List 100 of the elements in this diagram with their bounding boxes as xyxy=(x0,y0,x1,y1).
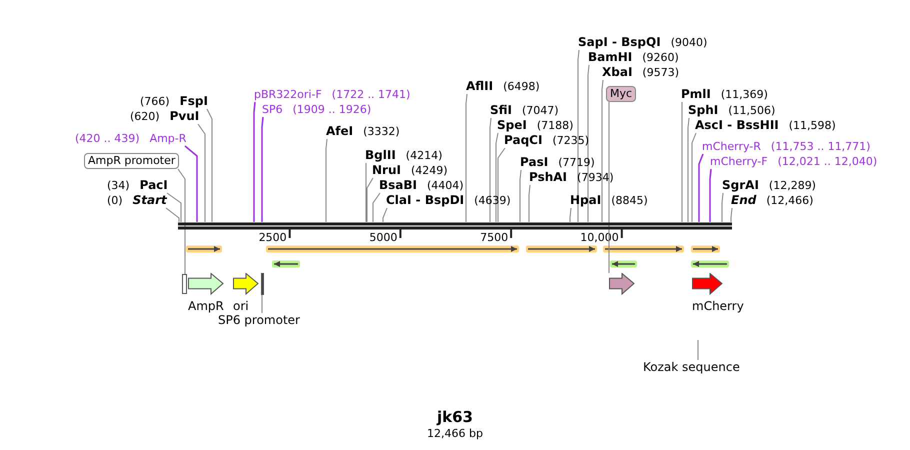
site-name: SgrAI xyxy=(722,178,759,192)
site-name: HpaI xyxy=(570,193,602,207)
site-position: (4404) xyxy=(427,179,464,193)
leader-line xyxy=(178,168,186,274)
site-name: BglII xyxy=(365,148,396,162)
site-name: PacI xyxy=(140,178,168,192)
leader-line xyxy=(366,178,374,222)
scale-label: 5000 xyxy=(369,231,398,244)
site-position: (3332) xyxy=(363,125,400,139)
leader-line xyxy=(253,102,256,222)
leader-line xyxy=(372,192,380,222)
primer-name: mCherry-R xyxy=(702,140,761,154)
site-name: PasI xyxy=(520,155,548,169)
leader-line xyxy=(692,132,696,222)
primer-name: pBR322ori-F xyxy=(254,88,322,102)
site-name: FspI xyxy=(180,94,208,108)
site-name: SpeI xyxy=(497,118,527,132)
leader-line xyxy=(326,138,328,222)
primer-position: (420 .. 439) xyxy=(75,132,140,146)
scale-label: 7500 xyxy=(480,231,508,244)
site-position: (766) xyxy=(140,95,170,109)
primer-position: (1722 .. 1741) xyxy=(332,88,410,102)
leader-line xyxy=(709,168,712,222)
site-position: (8845) xyxy=(611,194,648,208)
feature-label: Kozak sequence xyxy=(643,360,740,374)
site-name: BsaBI xyxy=(379,178,417,192)
site-name: ClaI - BspDI xyxy=(386,193,464,207)
leader-line xyxy=(382,208,388,222)
site-position: (6498) xyxy=(503,80,540,94)
site-name: PmlI xyxy=(681,87,711,101)
site-name: PaqCI xyxy=(504,133,542,147)
leader-line xyxy=(166,208,180,222)
leader-line xyxy=(608,102,610,274)
leader-line xyxy=(498,148,506,222)
site-position: (12,466) xyxy=(766,194,814,208)
leader-line xyxy=(730,208,732,222)
site-position: (4249) xyxy=(410,164,448,178)
site-position: (0) xyxy=(107,194,123,208)
site-position: (620) xyxy=(130,110,160,124)
site-position: (11,506) xyxy=(728,104,776,118)
leader-line xyxy=(688,118,690,222)
site-name: SfiI xyxy=(490,103,512,117)
primer-name: SP6 xyxy=(262,103,283,117)
site-position: (9040) xyxy=(670,36,708,50)
primer-name: Amp-R xyxy=(150,132,186,146)
site-name: AscI - BssHII xyxy=(695,118,779,132)
leader-line xyxy=(261,116,264,222)
site-name: PshAI xyxy=(529,170,568,184)
site-name: XbaI xyxy=(602,65,632,79)
primer-position: (1909 .. 1926) xyxy=(292,103,372,117)
site-name: AfeI xyxy=(326,124,354,138)
primer-position: (11,753 .. 11,771) xyxy=(770,140,870,154)
leader-line xyxy=(520,170,522,222)
leader-line xyxy=(166,192,182,222)
site-name: Start xyxy=(132,193,167,207)
site-position: (4639) xyxy=(474,194,511,208)
site-position: (7188) xyxy=(536,119,574,133)
site-position: (9573) xyxy=(642,66,679,80)
leader-line xyxy=(490,118,492,222)
site-position: (7934) xyxy=(577,171,614,185)
feature-tag: AmpR promoter xyxy=(84,153,180,169)
site-position: (4214) xyxy=(406,149,442,163)
site-position: (11,369) xyxy=(720,88,768,102)
map-title: jk63 xyxy=(437,410,473,424)
site-name: NruI xyxy=(372,163,401,177)
leader-line xyxy=(698,154,704,222)
primer-position: (12,021 .. 12,040) xyxy=(778,155,878,169)
site-position: (12,289) xyxy=(768,179,816,193)
primer-name: mCherry-F xyxy=(710,155,768,169)
site-name: SphI xyxy=(688,103,718,117)
feature-tag: Myc xyxy=(606,86,636,102)
site-name: SapI - BspQI xyxy=(578,35,661,49)
site-name: AflII xyxy=(466,79,494,93)
feature-label: ori xyxy=(233,299,249,313)
leader-line xyxy=(588,64,590,222)
site-position: (34) xyxy=(107,179,130,193)
leader-line xyxy=(466,94,468,222)
scale-label: 2500 xyxy=(258,231,287,244)
leader-line xyxy=(570,208,572,222)
feature-label: AmpR xyxy=(188,299,224,313)
leader-line xyxy=(184,145,198,222)
site-name: End xyxy=(731,193,756,207)
leader-line xyxy=(496,132,498,222)
site-position: (7235) xyxy=(552,134,590,148)
scale-label: 10,000 xyxy=(580,231,619,244)
site-name: BamHI xyxy=(588,50,632,64)
leader-line xyxy=(578,50,580,222)
leader-line xyxy=(722,192,724,222)
site-position: (7719) xyxy=(558,156,595,170)
map-caption: 12,466 bp xyxy=(427,427,483,441)
leader-line xyxy=(602,80,604,222)
site-position: (9260) xyxy=(642,51,679,65)
leader-line xyxy=(198,124,206,222)
feature-label: SP6 promoter xyxy=(218,313,300,327)
site-name: PvuI xyxy=(170,109,200,123)
feature-label: mCherry xyxy=(692,299,744,313)
leader-line xyxy=(206,108,212,222)
leader-line xyxy=(528,184,530,222)
site-position: (7047) xyxy=(522,104,559,118)
site-position: (11,598) xyxy=(788,119,836,133)
